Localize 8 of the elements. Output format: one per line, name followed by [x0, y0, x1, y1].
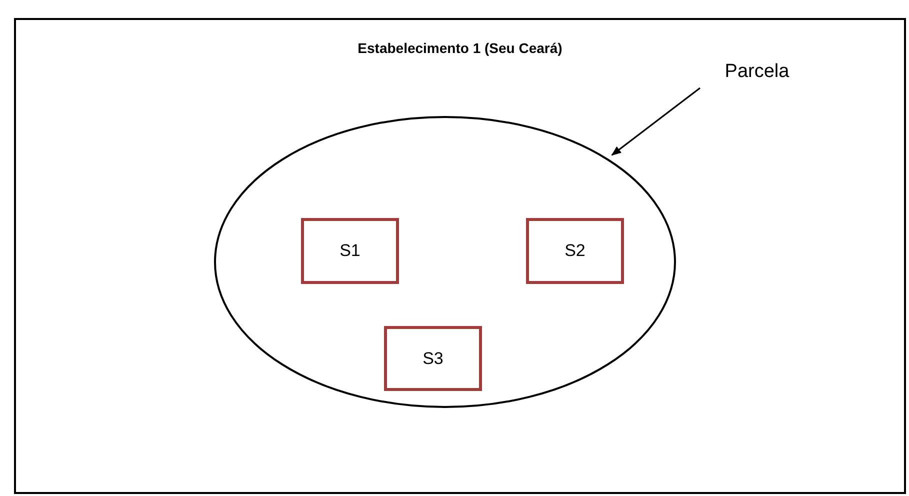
- plot-box: S1: [301, 218, 399, 284]
- plot-box: S2: [526, 218, 624, 284]
- callout-label: Parcela: [712, 58, 802, 86]
- plot-box: S3: [384, 326, 482, 391]
- heading-text: Estabelecimento 1 (Seu Ceará): [356, 40, 564, 56]
- arrow: [611, 87, 700, 156]
- ellipse-outline: [214, 116, 676, 408]
- frame-box: [14, 18, 906, 494]
